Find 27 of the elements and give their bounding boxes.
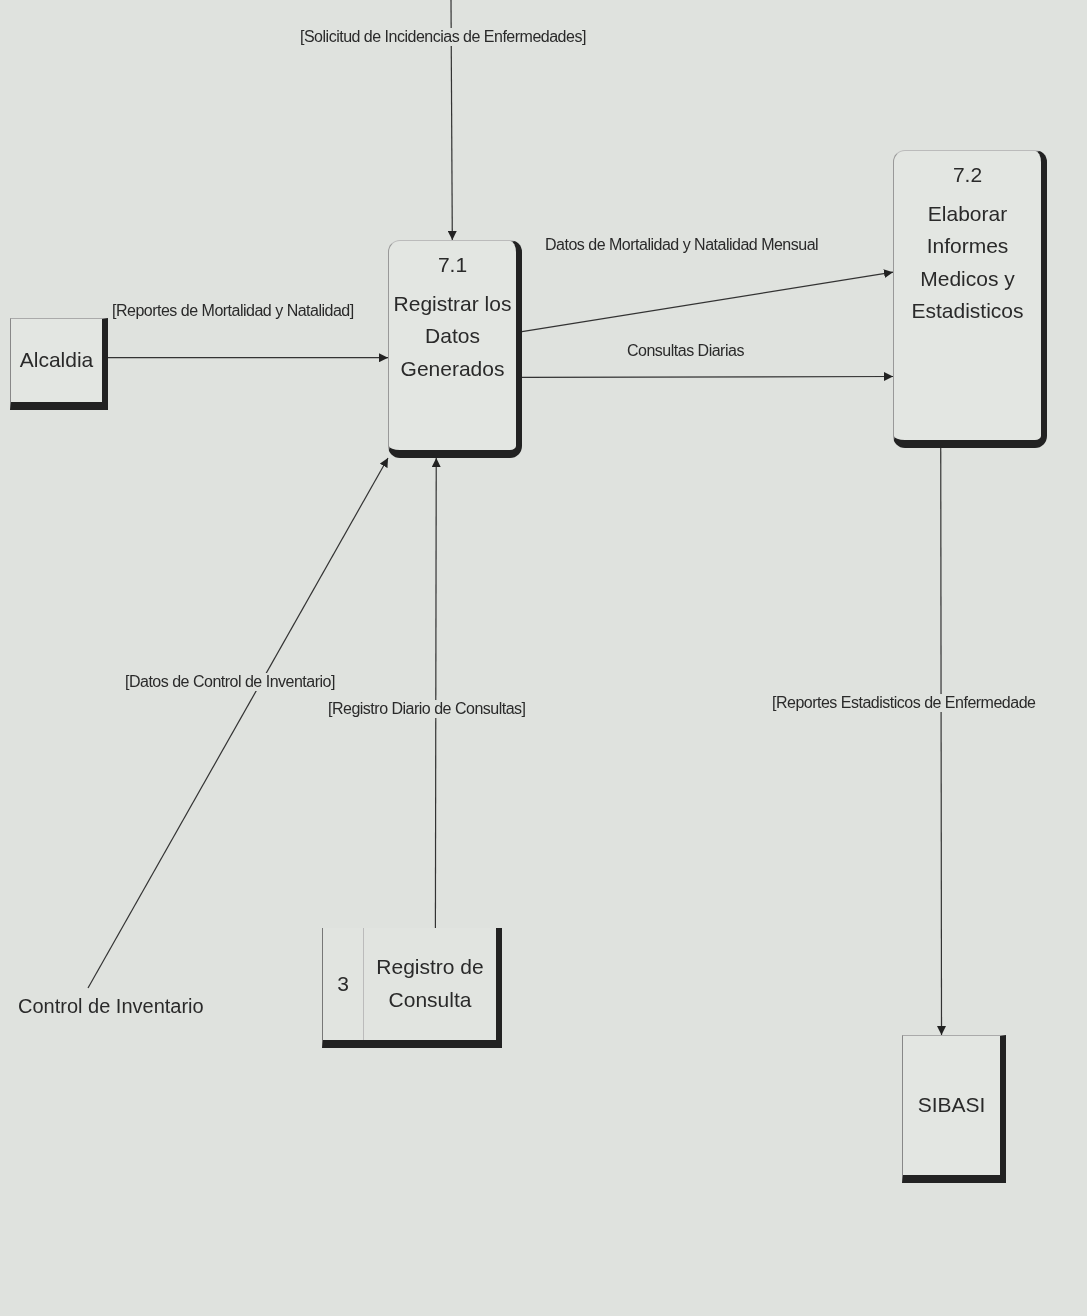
arrow [521,372,894,381]
arrow [521,269,894,333]
edge-label: [Reportes Estadisticos de Enfermedade [770,694,1038,712]
arrow [87,457,389,989]
external-entity-box [10,318,108,410]
node-text: Control de Inventario [18,988,218,1024]
external-entity-box [902,1035,1006,1183]
node-label: SIBASI [916,1092,987,1119]
process-box [893,150,1047,448]
arrow [431,457,441,929]
node-label: Registro de Consulta [375,954,485,1013]
edge-label: [Reportes de Mortalidad y Natalidad] [110,302,356,320]
node-label: Elaborar Informes Medicos y Estadisticos [910,200,1025,325]
node-label: Registrar los Datos Generados [392,290,513,382]
node-number: 7.1 [436,252,469,278]
edge-label: [Datos de Control de Inventario] [123,673,337,691]
edge-label: [Solicitud de Incidencias de Enfermedades] [298,28,588,46]
data-store [322,928,502,1048]
node-label: Alcaldia [18,347,95,374]
arrow [107,353,389,363]
arrow [447,0,457,241]
arrow [937,447,946,1036]
node-number: 3 [323,928,364,1040]
edge-label: [Registro Diario de Consultas] [326,700,528,718]
edge-label: Datos de Mortalidad y Natalidad Mensual [543,236,821,254]
node-number: 7.2 [951,162,984,188]
process-box [388,240,522,458]
